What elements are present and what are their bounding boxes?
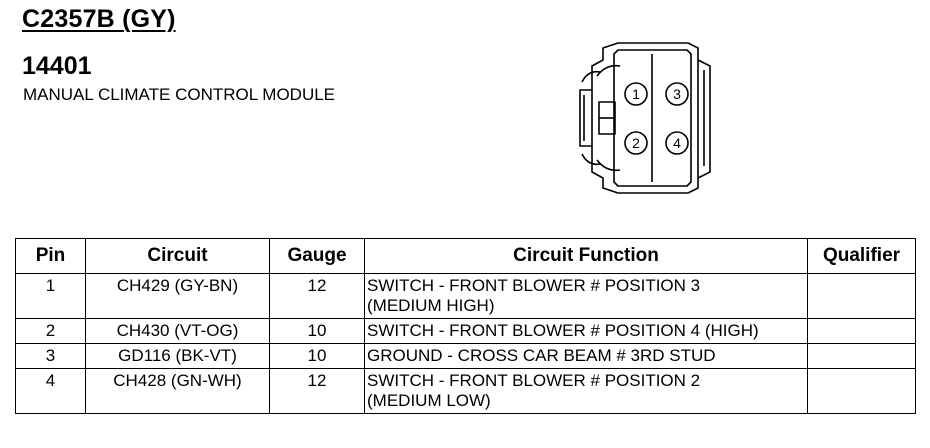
function-line-1: SWITCH - FRONT BLOWER # POSITION 3 [367,276,701,295]
column-header-gauge: Gauge [269,238,365,274]
connector-inner-outline [613,49,692,187]
table-row: 4 CH428 (GN-WH) 12 SWITCH - FRONT BLOWER… [15,368,916,414]
connector-id: C2357B (GY) [22,5,176,33]
function-line-1: SWITCH - FRONT BLOWER # POSITION 2 [367,371,701,390]
cell-gauge: 12 [269,368,365,414]
connector-face-diagram: 1 2 3 4 [579,42,711,194]
cell-pin: 3 [15,343,86,369]
cell-qualifier [807,343,916,369]
pin-3-label: 3 [673,86,681,102]
table-row: 1 CH429 (GY-BN) 12 SWITCH - FRONT BLOWER… [15,273,916,319]
table-header-row: Pin Circuit Gauge Circuit Function Quali… [15,238,916,274]
function-line-2: (MEDIUM HIGH) [367,296,495,315]
cell-circuit: CH430 (VT-OG) [85,318,270,344]
cell-pin: 1 [15,273,86,319]
cell-gauge: 10 [269,318,365,344]
column-header-circuit-function: Circuit Function [364,238,808,274]
pin-3-circle [665,82,689,106]
table-row: 3 GD116 (BK-VT) 10 GROUND - CROSS CAR BE… [15,343,916,369]
pin-2-circle [624,131,648,155]
cell-circuit-function: SWITCH - FRONT BLOWER # POSITION 2 (MEDI… [364,368,808,414]
table-row: 2 CH430 (VT-OG) 10 SWITCH - FRONT BLOWER… [15,318,916,344]
pin-2-label: 2 [632,135,640,151]
cell-circuit: GD116 (BK-VT) [85,343,270,369]
function-line-1: SWITCH - FRONT BLOWER # POSITION 4 (HIGH… [367,321,759,340]
pin-1-label: 1 [632,86,640,102]
module-name: MANUAL CLIMATE CONTROL MODULE [23,85,336,104]
cell-gauge: 12 [269,273,365,319]
cell-qualifier [807,273,916,319]
pin-table: Pin Circuit Gauge Circuit Function Quali… [15,238,916,414]
cell-circuit: CH429 (GY-BN) [85,273,270,319]
cell-pin: 4 [15,368,86,414]
part-number: 14401 [22,52,92,80]
cell-qualifier [807,368,916,414]
cell-gauge: 10 [269,343,365,369]
column-header-qualifier: Qualifier [807,238,916,274]
function-line-1: GROUND - CROSS CAR BEAM # 3RD STUD [367,346,716,365]
cell-circuit: CH428 (GN-WH) [85,368,270,414]
pin-4-circle [665,131,689,155]
cell-circuit-function: GROUND - CROSS CAR BEAM # 3RD STUD [364,343,808,369]
pin-4-label: 4 [673,135,681,151]
pin-1-circle [624,82,648,106]
column-header-pin: Pin [15,238,86,274]
cell-circuit-function: SWITCH - FRONT BLOWER # POSITION 3 (MEDI… [364,273,808,319]
cell-pin: 2 [15,318,86,344]
cell-qualifier [807,318,916,344]
locking-tab [579,89,592,147]
connector-housing-outline [591,42,711,194]
function-line-2: (MEDIUM LOW) [367,391,491,410]
cell-circuit-function: SWITCH - FRONT BLOWER # POSITION 4 (HIGH… [364,318,808,344]
column-header-circuit: Circuit [85,238,270,274]
